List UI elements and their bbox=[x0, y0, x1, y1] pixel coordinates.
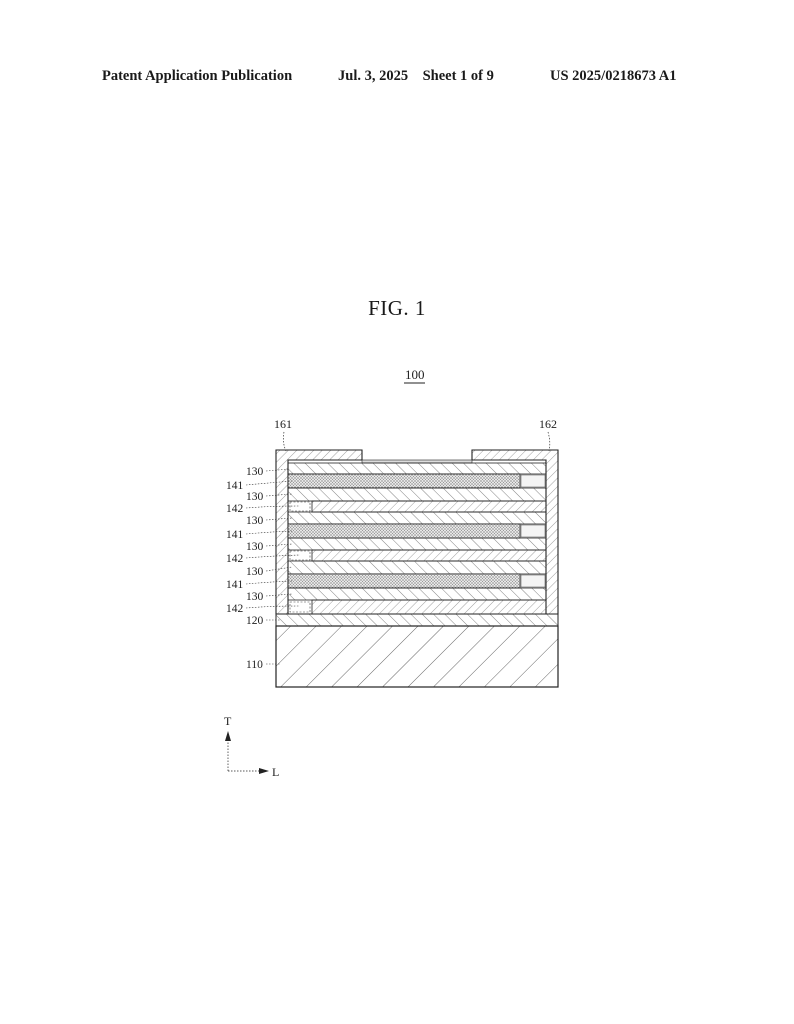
leader-line bbox=[245, 605, 301, 609]
leader-line bbox=[265, 593, 293, 597]
margin-gap bbox=[520, 524, 546, 538]
label-141: 141 bbox=[226, 480, 244, 492]
base-layer bbox=[275, 613, 559, 627]
margin-gap bbox=[289, 550, 311, 561]
header-date-sheet: Jul. 3, 2025 Sheet 1 of 9 bbox=[338, 68, 494, 84]
dielectric-layer bbox=[287, 462, 547, 475]
label-142: 142 bbox=[226, 503, 244, 515]
label-130: 130 bbox=[246, 491, 264, 503]
margin-gap bbox=[289, 601, 311, 613]
leader-line bbox=[282, 431, 287, 452]
layer-labels: 130 141 130 142 130 141 130 142 130 141 … bbox=[226, 466, 264, 671]
label-142: 142 bbox=[226, 553, 244, 565]
axis-arrow-up bbox=[225, 731, 231, 741]
label-leaders bbox=[245, 468, 301, 665]
label-130: 130 bbox=[246, 541, 264, 553]
header-publication-type: Patent Application Publication bbox=[102, 68, 293, 84]
leader-line bbox=[547, 431, 551, 452]
ref-device: 100 bbox=[405, 367, 425, 382]
label-130: 130 bbox=[246, 466, 264, 478]
inner-electrode-142 bbox=[311, 549, 547, 562]
margin-gap bbox=[289, 501, 311, 512]
label-130: 130 bbox=[246, 515, 264, 527]
inner-electrode-141 bbox=[287, 573, 521, 589]
axis-arrow-right bbox=[259, 768, 269, 774]
dielectric-stack bbox=[287, 462, 547, 615]
leader-line bbox=[245, 580, 293, 585]
inner-electrode-142 bbox=[311, 599, 547, 615]
dielectric-layer bbox=[287, 487, 547, 502]
inner-electrode-141 bbox=[287, 473, 521, 489]
leader-line bbox=[245, 480, 293, 486]
margin-gap bbox=[520, 574, 546, 588]
inner-electrode-141 bbox=[287, 523, 521, 539]
figure-title: FIG. 1 bbox=[368, 296, 426, 320]
top-dielectric bbox=[361, 459, 473, 464]
margin-gap bbox=[520, 474, 546, 488]
leader-line bbox=[265, 517, 293, 521]
label-120: 120 bbox=[246, 615, 264, 627]
leader-line bbox=[265, 566, 293, 572]
dielectric-layer bbox=[287, 511, 547, 525]
label-141: 141 bbox=[226, 529, 244, 541]
dielectric-layer bbox=[287, 560, 547, 575]
leader-line bbox=[265, 493, 293, 497]
ref-electrode-left: 161 bbox=[274, 417, 292, 431]
axis-label-t: T bbox=[224, 714, 232, 728]
label-110: 110 bbox=[246, 659, 263, 671]
ref-electrode-right: 162 bbox=[539, 417, 557, 431]
label-130: 130 bbox=[246, 566, 264, 578]
inner-electrode-142 bbox=[311, 500, 547, 513]
label-141: 141 bbox=[226, 579, 244, 591]
label-130: 130 bbox=[246, 591, 264, 603]
leader-line bbox=[245, 554, 301, 559]
axis-label-l: L bbox=[272, 765, 279, 779]
leader-line bbox=[265, 543, 293, 547]
dielectric-layer bbox=[287, 537, 547, 551]
leader-line bbox=[245, 530, 293, 535]
leader-line bbox=[245, 505, 301, 509]
header-publication-number: US 2025/0218673 A1 bbox=[550, 68, 677, 84]
dielectric-layer bbox=[287, 587, 547, 601]
substrate-layer bbox=[275, 625, 559, 688]
external-electrode-left bbox=[275, 449, 363, 615]
leader-line bbox=[265, 468, 291, 472]
label-142: 142 bbox=[226, 603, 244, 615]
